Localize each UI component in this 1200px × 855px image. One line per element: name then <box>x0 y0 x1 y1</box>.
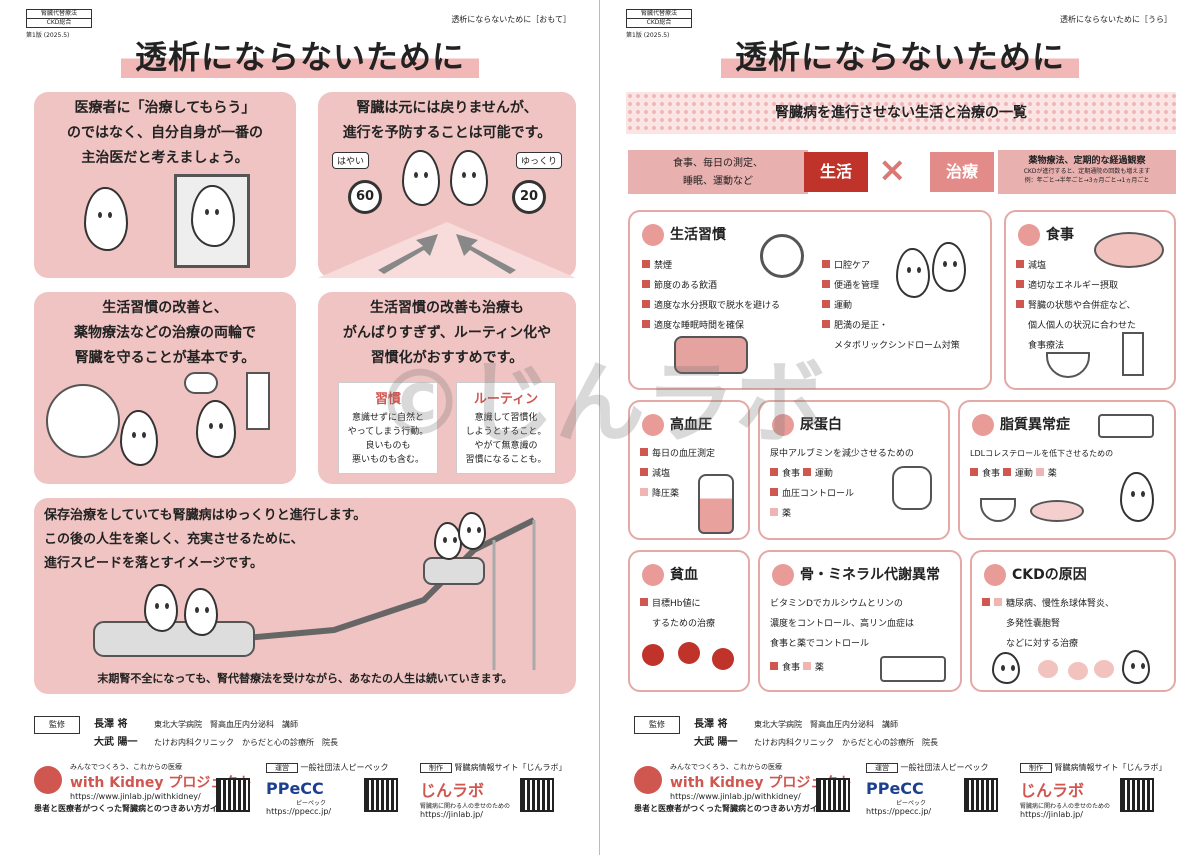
sign-fast: はやい <box>332 152 370 169</box>
house-life: 生活 <box>804 152 868 192</box>
bean-character <box>896 248 930 298</box>
dish-icon <box>1030 500 1084 522</box>
soup-bowl-icon <box>1046 352 1090 378</box>
blood-drop-icon <box>642 564 664 586</box>
panel-two-wheels: 生活習慣の改善と、薬物療法などの治療の両輪で腎臓を守ることが基本です。 <box>34 292 296 484</box>
soy-sauce-icon <box>698 474 734 534</box>
toilet-paper-icon <box>674 336 748 374</box>
bp-cuff-icon <box>892 466 932 510</box>
version: 第1版 (2025.5) <box>26 32 70 39</box>
sign-slow: ゆっくり <box>515 152 562 169</box>
kidney-icon <box>1094 660 1114 678</box>
note-habit: 習慣意識せずに自然とやってしまう行動。良いものも悪いものも含む。 <box>338 382 438 474</box>
speed-sign-20: 20 <box>512 180 546 214</box>
bean-character <box>196 400 236 458</box>
qr-code-icon[interactable] <box>816 778 850 812</box>
bean-doctor <box>191 185 235 247</box>
bean-character <box>434 522 462 560</box>
bean-character <box>184 588 218 636</box>
mirror-icon <box>174 174 250 268</box>
rice-bowl-icon <box>980 498 1016 522</box>
card-proteinuria: 尿蛋白 尿中アルブミンを減少させるための食事 運動血圧コントロール薬 <box>758 400 950 540</box>
pill-pack-icon <box>880 656 946 682</box>
bean-character <box>120 410 158 466</box>
page-title: 透析にならないために <box>0 32 599 78</box>
bean-character <box>144 584 178 632</box>
house-treatment: 治療 <box>930 152 994 192</box>
leaf-icon <box>984 564 1006 586</box>
bean-character <box>458 512 486 550</box>
closing-message: 末期腎不全になっても、腎代替療法を受けながら、あなたの人生は続いていきます。 <box>97 672 513 685</box>
panel-routine: 生活習慣の改善も治療もがんばりすぎず、ルーティン化や習慣化がおすすめです。 習慣… <box>318 292 576 484</box>
bean-character <box>84 187 128 251</box>
pill-icon <box>184 372 218 394</box>
version: 第1版 (2025.5) <box>626 32 670 39</box>
cross-icon: × <box>878 150 907 190</box>
artery-icon <box>972 414 994 436</box>
side-label: 透析にならないために［おもて］ <box>451 15 571 24</box>
footer-jinlab: 制作 腎臓病情報サイト「じんラボ」 じんラボ 腎臓病に関わる人の幸せのための h… <box>1020 763 1167 819</box>
note-routine: ルーティン意識して習慣化しようとすること。やがて無意識の習慣になることも。 <box>456 382 556 474</box>
card-ckd-causes: CKDの原因 糖尿病、慢性糸球体腎炎、多発性嚢胞腎などに対する治療 <box>970 550 1176 692</box>
pill-pack-icon <box>1098 414 1154 438</box>
speed-sign-60: 60 <box>348 180 382 214</box>
road-arrows-icon <box>318 222 576 278</box>
kidney-icon <box>1068 662 1088 680</box>
heartbeat-icon <box>642 414 664 436</box>
qr-code-icon[interactable] <box>364 778 398 812</box>
card-bone-mineral: 骨・ミネラル代謝異常 ビタミンDでカルシウムとリンの濃度をコントロール、高リン血… <box>758 550 962 692</box>
rice-bowl-icon <box>1018 224 1040 246</box>
kidney-logo-icon <box>634 766 662 794</box>
house-icon <box>642 224 664 246</box>
blood-cell-icon <box>712 648 734 670</box>
bean-character <box>450 150 488 206</box>
card-dyslipidemia: 脂質異常症 LDLコレステロールを低下させるための食事 運動 薬 <box>958 400 1176 540</box>
bean-character <box>992 652 1020 684</box>
page-title: 透析にならないために <box>600 32 1200 78</box>
kidney-logo-icon <box>34 766 62 794</box>
bone-icon <box>772 564 794 586</box>
qr-code-icon[interactable] <box>216 778 250 812</box>
footer-jinlab: 制作 腎臓病情報サイト「じんラボ」 じんラボ 腎臓病に関わる人の幸せのための h… <box>420 763 567 819</box>
train-track-icon <box>93 517 536 670</box>
footer-ppecc: 運営 一般社団法人ピーペック PPeCC ピーペック https://ppecc… <box>266 763 389 816</box>
no-smoking-icon <box>760 234 804 278</box>
medicine-box-icon <box>246 372 270 430</box>
dish-icon <box>1094 232 1164 268</box>
card-lifestyle: 生活習慣 禁煙節度のある飲酒適度な水分摂取で脱水を避ける適度な睡眠時間を確保 口… <box>628 210 992 390</box>
card-diet: 食事 減塩適切なエネルギー摂取腎臓の状態や合併症など、個人個人の状況に合わせた食… <box>1004 210 1176 390</box>
footer-ppecc: 運営 一般社団法人ピーペック PPeCC ピーペック https://ppecc… <box>866 763 989 816</box>
test-tube-icon <box>772 414 794 436</box>
blood-cell-icon <box>678 642 700 664</box>
panel-self-doctor: 医療者に「治療してもらう」のではなく、自分自身が一番の主治医だと考えましょう。 <box>34 92 296 278</box>
footer-withkidney: みんなでつくろう、これからの医療 with Kidney プロジェクト http… <box>34 763 253 813</box>
footer-withkidney: みんなでつくろう、これからの医療 with Kidney プロジェクト http… <box>634 763 853 813</box>
card-hypertension: 高血圧 毎日の血圧測定減塩降圧薬 <box>628 400 750 540</box>
qr-code-icon[interactable] <box>1120 778 1154 812</box>
side-label: 透析にならないために［うら］ <box>1060 15 1172 24</box>
qr-code-icon[interactable] <box>520 778 554 812</box>
list-banner: 腎臓病を進行させない生活と治療の一覧 <box>626 92 1176 134</box>
plate-icon <box>46 384 120 458</box>
card-anemia: 貧血 目標Hb値にするための治療 <box>628 550 750 692</box>
qr-code-icon[interactable] <box>964 778 998 812</box>
bean-character <box>1120 472 1154 522</box>
bean-character <box>932 242 966 292</box>
panel-prevention: 腎臓は元には戻りませんが、進行を予防することは可能です。 はやい ゆっくり 60… <box>318 92 576 278</box>
panel-slow-progress: 保存治療をしていても腎臓病はゆっくりと進行します。この後の人生を楽しく、充実させ… <box>34 498 576 694</box>
bean-character <box>402 150 440 206</box>
bean-character <box>1122 650 1150 684</box>
blood-cell-icon <box>642 644 664 666</box>
salt-shaker-icon <box>1122 332 1144 376</box>
life-summary: 食事、毎日の測定、睡眠、運動など <box>628 150 808 194</box>
kidney-icon <box>1038 660 1058 678</box>
